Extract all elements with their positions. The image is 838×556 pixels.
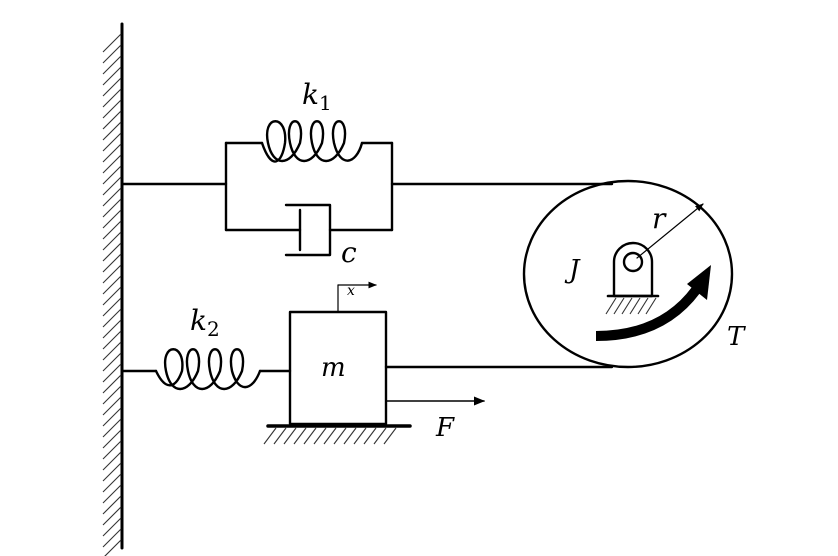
ground-hatch-line xyxy=(383,427,397,445)
wall-hatch-line xyxy=(102,330,122,350)
wall-hatch-line xyxy=(102,528,122,548)
ground-hatch-line xyxy=(303,427,317,445)
wall-hatch-line xyxy=(102,363,122,383)
wall-hatch-line xyxy=(102,209,122,229)
pin-hatching xyxy=(605,297,657,315)
wall-hatch-line xyxy=(102,462,122,482)
wall-hatch-line xyxy=(102,220,122,240)
ground xyxy=(263,424,412,445)
wall-hatch-line xyxy=(102,440,122,460)
label-k2: k2 xyxy=(190,304,220,341)
wall-hatch-line xyxy=(102,264,122,284)
label-T: T xyxy=(727,322,746,352)
ground-hatch-line xyxy=(373,427,387,445)
label-r: r xyxy=(652,202,667,235)
displacement-arrow xyxy=(337,281,377,313)
torque-arrow xyxy=(595,265,711,341)
pin-hatch-line xyxy=(637,297,649,315)
wall-hatch-line xyxy=(102,154,122,174)
ground-hatch-line xyxy=(273,427,287,445)
wall-hatch-line xyxy=(102,451,122,471)
label-c: c xyxy=(341,236,357,269)
pin-hatch-line xyxy=(621,297,633,315)
upper-branch xyxy=(120,120,614,257)
wall-hatch-line xyxy=(102,55,122,75)
wall-hatch-line xyxy=(102,231,122,251)
wall-hatch-line xyxy=(102,275,122,295)
label-F: F xyxy=(435,413,455,443)
wall-hatch-line xyxy=(102,407,122,427)
wall-hatch-line xyxy=(102,308,122,328)
wall-hatch-line xyxy=(102,484,122,504)
damper-c xyxy=(224,203,394,257)
wall-hatch-line xyxy=(102,66,122,86)
wall-hatch-line xyxy=(102,418,122,438)
pin-hatch-line xyxy=(613,297,625,315)
wall-hatch-line xyxy=(102,132,122,152)
wall-hatch-line xyxy=(102,77,122,97)
wall-hatch-line xyxy=(102,297,122,317)
wall-hatch-line xyxy=(102,176,122,196)
wall-hatch-line xyxy=(102,319,122,339)
ground-hatch-line xyxy=(293,427,307,445)
wall-hatch-line xyxy=(102,110,122,130)
pin-hatch-line xyxy=(629,297,641,315)
label-x: x xyxy=(347,283,355,299)
wall-hatch-line xyxy=(102,242,122,262)
pin-support xyxy=(605,241,660,315)
wall-hatch-line xyxy=(102,286,122,306)
wall-hatch-line xyxy=(102,374,122,394)
wall-hatch-line xyxy=(102,473,122,493)
pin-hatch-line xyxy=(605,297,617,315)
wall-hatch-line xyxy=(102,352,122,372)
wall-hatch-line xyxy=(102,99,122,119)
spring-k1 xyxy=(224,120,394,163)
wall-hatch-line xyxy=(102,88,122,108)
ground-hatch-line xyxy=(353,427,367,445)
label-J: J xyxy=(564,255,581,285)
wall-hatch-line xyxy=(102,253,122,273)
wall-hatch-line xyxy=(102,165,122,185)
fixed-wall xyxy=(102,22,124,556)
pin-hatch-line xyxy=(645,297,657,315)
wall-hatch-line xyxy=(102,517,122,537)
ground-hatch-line xyxy=(323,427,337,445)
wall-hatch-line xyxy=(102,341,122,361)
radius-arrow xyxy=(636,203,704,259)
wall-hatching xyxy=(102,33,122,556)
wall-hatch-line xyxy=(102,429,122,449)
ground-hatching xyxy=(263,427,397,445)
ground-hatch-line xyxy=(343,427,357,445)
wall-hatch-line xyxy=(104,539,122,556)
wall-hatch-line xyxy=(102,121,122,141)
wall-hatch-line xyxy=(102,396,122,416)
label-k1: k1 xyxy=(302,78,332,115)
wall-hatch-line xyxy=(102,33,122,53)
spring-k2 xyxy=(154,348,292,390)
wall-hatch-line xyxy=(102,198,122,218)
wall-hatch-line xyxy=(102,506,122,526)
wall-hatch-line xyxy=(102,495,122,515)
ground-hatch-line xyxy=(333,427,347,445)
wall-hatch-line xyxy=(102,44,122,64)
wall-hatch-line xyxy=(102,385,122,405)
pulley-disk xyxy=(522,179,734,369)
label-m: m xyxy=(321,353,346,383)
ground-hatch-line xyxy=(283,427,297,445)
ground-hatch-line xyxy=(313,427,327,445)
ground-hatch-line xyxy=(363,427,377,445)
ground-hatch-line xyxy=(263,427,277,445)
wall-hatch-line xyxy=(102,143,122,163)
wall-hatch-line xyxy=(102,187,122,207)
